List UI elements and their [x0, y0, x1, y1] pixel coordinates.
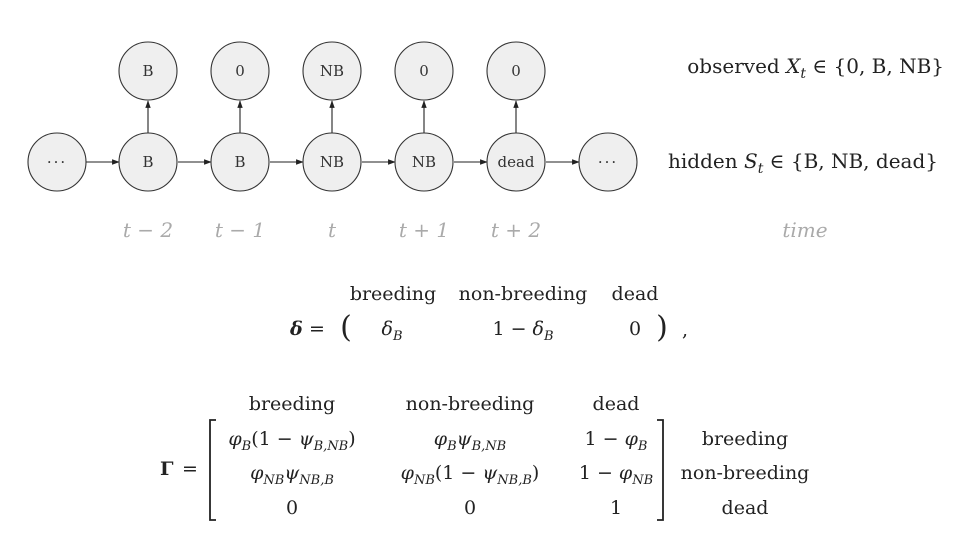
- hidden-node-label: B: [234, 153, 245, 171]
- observed-node: 0: [210, 41, 270, 101]
- gamma-right-bracket: [657, 419, 664, 521]
- delta-entry: 0: [629, 318, 641, 340]
- gamma-row-label: dead: [722, 497, 769, 519]
- delta-header: non-breeding: [459, 283, 588, 305]
- observed-node: NB: [302, 41, 362, 101]
- time-label: t + 2: [491, 218, 541, 242]
- observed-var: X: [784, 54, 801, 78]
- entry-sub: B: [392, 329, 403, 344]
- observed-sub: t: [800, 66, 806, 82]
- gamma-col-header: dead: [593, 393, 640, 415]
- gamma-row-label: non-breeding: [681, 462, 810, 484]
- entry-base: δ: [533, 318, 544, 340]
- hidden-node: ···: [27, 132, 87, 192]
- gamma-left-bracket: [209, 419, 216, 521]
- hidden-node-label: NB: [412, 153, 436, 171]
- gamma-cell: φB(1 − ψB,NB): [228, 428, 355, 454]
- gamma-col-header: non-breeding: [406, 393, 535, 415]
- delta-vector: breeding non-breeding dead δ = ( δB 1 − …: [289, 283, 688, 345]
- hidden-caption: hidden St ∈ {B, NB, dead}: [668, 149, 938, 177]
- gamma-cell: 1: [610, 497, 622, 519]
- hidden-node: dead: [486, 132, 546, 192]
- observed-node-label: B: [142, 62, 153, 80]
- time-label: t + 1: [399, 218, 449, 242]
- emission-arrows: [145, 100, 519, 133]
- delta-close-paren: ): [656, 310, 668, 345]
- gamma-cell: 1 − φB: [585, 428, 648, 454]
- hidden-set: ∈ {B, NB, dead}: [763, 149, 938, 173]
- hidden-var: S: [744, 149, 758, 173]
- hidden-state-row: ··· B B NB NB dead ···: [27, 132, 638, 192]
- hidden-node: NB: [394, 132, 454, 192]
- gamma-cell: 0: [286, 497, 298, 519]
- observed-node: B: [118, 41, 178, 101]
- delta-entry: δB: [381, 318, 402, 344]
- delta-open-paren: (: [340, 310, 352, 345]
- hidden-node: NB: [302, 132, 362, 192]
- observed-node-label: 0: [235, 62, 245, 80]
- observed-node-label: NB: [320, 62, 344, 80]
- delta-header: breeding: [350, 283, 436, 305]
- entry-base: δ: [381, 318, 392, 340]
- hidden-caption-prefix: hidden: [668, 149, 744, 173]
- observed-caption: observed Xt ∈ {0, B, NB}: [687, 54, 944, 82]
- observed-row: B 0 NB 0 0: [118, 41, 546, 101]
- entry-sub: B: [543, 329, 554, 344]
- observed-node-label: 0: [511, 62, 521, 80]
- time-axis: t − 2 t − 1 t t + 1 t + 2 time: [123, 218, 828, 242]
- delta-equals: =: [309, 318, 325, 340]
- delta-trailing: ,: [682, 319, 688, 341]
- time-label: t − 1: [215, 218, 265, 242]
- observed-node-label: 0: [419, 62, 429, 80]
- gamma-col-header: breeding: [249, 393, 335, 415]
- gamma-cell: φBψB,NB: [434, 428, 506, 454]
- hidden-sub: t: [758, 161, 764, 177]
- hidden-node-label: ···: [47, 153, 67, 171]
- observed-caption-prefix: observed: [687, 54, 786, 78]
- gamma-cell: φNB(1 − ψNB,B): [401, 462, 540, 488]
- gamma-equals: =: [182, 458, 198, 480]
- hidden-node: ···: [578, 132, 638, 192]
- gamma-cell: φNBψNB,B: [250, 462, 334, 488]
- time-caption: time: [782, 218, 827, 242]
- hidden-node-label: NB: [320, 153, 344, 171]
- observed-node: 0: [394, 41, 454, 101]
- hidden-node-label: B: [142, 153, 153, 171]
- gamma-symbol: Γ: [160, 458, 174, 480]
- hidden-node: B: [210, 132, 270, 192]
- time-label: t: [328, 218, 337, 242]
- observed-set: ∈ {0, B, NB}: [806, 54, 944, 78]
- delta-entry: 1 − δB: [492, 318, 553, 344]
- hidden-node-label: ···: [598, 153, 618, 171]
- hidden-node-label: dead: [497, 153, 534, 171]
- entry-prefix: 1 −: [492, 318, 532, 340]
- hidden-node: B: [118, 132, 178, 192]
- time-label: t − 2: [123, 218, 173, 242]
- gamma-row-label: breeding: [702, 428, 788, 450]
- delta-symbol: δ: [289, 318, 303, 340]
- gamma-matrix: breeding non-breeding dead Γ = φB(1 − ψB…: [160, 393, 810, 521]
- gamma-cell: 0: [464, 497, 476, 519]
- observed-node: 0: [486, 41, 546, 101]
- gamma-cell: 1 − φNB: [579, 462, 653, 488]
- delta-header: dead: [612, 283, 659, 305]
